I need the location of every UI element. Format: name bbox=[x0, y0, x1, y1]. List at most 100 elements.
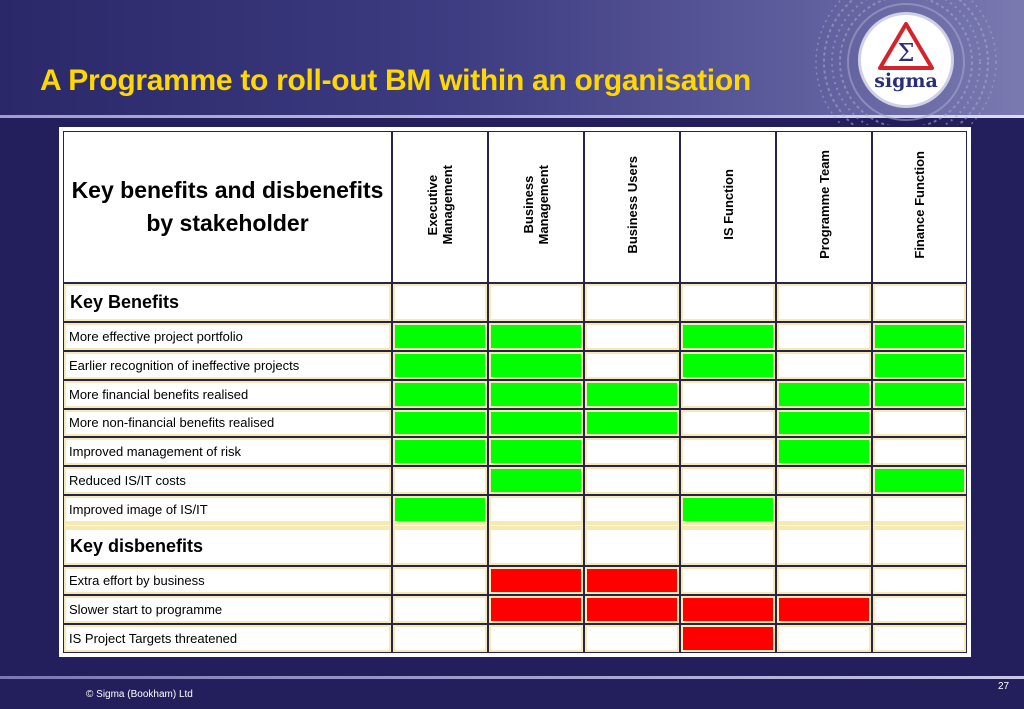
matrix-cell bbox=[584, 495, 680, 524]
matrix-cell bbox=[776, 527, 872, 567]
sigma-logo: Σ sigma bbox=[858, 12, 954, 108]
matrix-cell bbox=[680, 437, 776, 467]
benefit-cell-marked bbox=[488, 322, 584, 351]
benefit-cell-marked bbox=[488, 379, 584, 409]
benefit-cell-marked bbox=[488, 466, 584, 496]
disbenefit-cell-marked bbox=[680, 624, 776, 653]
disbenefit-cell-marked bbox=[776, 595, 872, 625]
row-label: More non-financial benefits realised bbox=[63, 408, 392, 438]
table-row: More non-financial benefits realised bbox=[63, 408, 967, 438]
row-label: Improved image of IS/IT bbox=[63, 495, 392, 524]
table-row: IS Project Targets threatened bbox=[63, 624, 967, 653]
column-header: Finance Function bbox=[872, 131, 967, 283]
spacer-row bbox=[63, 523, 967, 528]
column-header-label: Business Users bbox=[624, 155, 640, 254]
row-label: Improved management of risk bbox=[63, 437, 392, 467]
matrix-cell bbox=[776, 322, 872, 351]
benefit-cell-marked bbox=[488, 408, 584, 438]
matrix-cell bbox=[872, 408, 967, 438]
matrix-cell bbox=[872, 495, 967, 524]
row-label: Extra effort by business bbox=[63, 566, 392, 596]
benefit-cell-marked bbox=[872, 379, 967, 409]
matrix-cell bbox=[488, 523, 584, 528]
matrix-cell bbox=[680, 283, 776, 323]
logo-text: sigma bbox=[874, 70, 938, 92]
table-row: Extra effort by business bbox=[63, 566, 967, 596]
matrix-cell bbox=[392, 283, 488, 323]
section-heading: Key disbenefits bbox=[63, 527, 392, 567]
column-header-label: Programme Team bbox=[816, 150, 832, 259]
benefit-cell-marked bbox=[872, 466, 967, 496]
matrix-cell bbox=[392, 466, 488, 496]
footer-copyright: © Sigma (Bookham) Ltd bbox=[86, 689, 193, 700]
column-header: Business Users bbox=[584, 131, 680, 283]
benefit-cell-marked bbox=[584, 408, 680, 438]
table-row: Improved image of IS/IT bbox=[63, 495, 967, 524]
table-row: More financial benefits realised bbox=[63, 379, 967, 409]
disbenefit-cell-marked bbox=[584, 566, 680, 596]
row-label: Slower start to programme bbox=[63, 595, 392, 625]
matrix-cell bbox=[584, 283, 680, 323]
matrix-cell bbox=[680, 527, 776, 567]
matrix-cell bbox=[872, 283, 967, 323]
section-heading: Key Benefits bbox=[63, 283, 392, 323]
benefit-cell-marked bbox=[392, 379, 488, 409]
benefit-cell-marked bbox=[392, 408, 488, 438]
row-label: IS Project Targets threatened bbox=[63, 624, 392, 653]
matrix-cell bbox=[872, 566, 967, 596]
matrix-cell bbox=[776, 283, 872, 323]
section-header-row: Key disbenefits bbox=[63, 527, 967, 567]
matrix-cell bbox=[584, 350, 680, 380]
benefit-cell-marked bbox=[392, 437, 488, 467]
page-number: 27 bbox=[998, 681, 1010, 692]
table-row: Earlier recognition of ineffective proje… bbox=[63, 350, 967, 380]
matrix-cell bbox=[776, 495, 872, 524]
disbenefit-cell-marked bbox=[680, 595, 776, 625]
matrix-cell bbox=[584, 527, 680, 567]
benefits-matrix: Key benefits and disbenefits by stakehol… bbox=[59, 127, 971, 657]
column-header: Business Management bbox=[488, 131, 584, 283]
matrix-cell bbox=[488, 527, 584, 567]
matrix-cell bbox=[584, 523, 680, 528]
table-row: More effective project portfolio bbox=[63, 322, 967, 351]
matrix-cell bbox=[488, 495, 584, 524]
column-header-label: Finance Function bbox=[912, 150, 927, 259]
matrix-cell bbox=[872, 595, 967, 625]
corner-title: Key benefits and disbenefits by stakehol… bbox=[63, 131, 392, 283]
column-header-row: Key benefits and disbenefits by stakehol… bbox=[63, 131, 967, 283]
matrix-cell bbox=[584, 466, 680, 496]
column-header-label: Executive Management bbox=[425, 164, 455, 245]
benefit-cell-marked bbox=[392, 495, 488, 524]
column-header: Programme Team bbox=[776, 131, 872, 283]
matrix-cell bbox=[776, 523, 872, 528]
table-row: Reduced IS/IT costs bbox=[63, 466, 967, 496]
benefit-cell-marked bbox=[680, 350, 776, 380]
disbenefit-cell-marked bbox=[488, 595, 584, 625]
matrix-cell bbox=[488, 624, 584, 653]
column-header-label: Business Management bbox=[521, 164, 551, 245]
section-header-row: Key Benefits bbox=[63, 283, 967, 323]
sigma-symbol: Σ bbox=[898, 39, 915, 67]
matrix-cell bbox=[392, 595, 488, 625]
matrix-cell bbox=[776, 566, 872, 596]
disbenefit-cell-marked bbox=[584, 595, 680, 625]
benefit-cell-marked bbox=[392, 322, 488, 351]
matrix-cell bbox=[872, 523, 967, 528]
header-band bbox=[0, 0, 1024, 118]
matrix-cell bbox=[776, 624, 872, 653]
matrix-cell bbox=[392, 624, 488, 653]
matrix-cell bbox=[488, 283, 584, 323]
row-label: Reduced IS/IT costs bbox=[63, 466, 392, 496]
benefit-cell-marked bbox=[776, 408, 872, 438]
matrix-cell bbox=[776, 466, 872, 496]
row-label: More financial benefits realised bbox=[63, 379, 392, 409]
matrix-cell bbox=[680, 523, 776, 528]
matrix-cell bbox=[872, 624, 967, 653]
matrix-cell bbox=[680, 566, 776, 596]
table-row: Slower start to programme bbox=[63, 595, 967, 625]
table-row: Improved management of risk bbox=[63, 437, 967, 467]
benefit-cell-marked bbox=[392, 350, 488, 380]
slide-title: A Programme to roll-out BM within an org… bbox=[40, 64, 751, 97]
benefit-cell-marked bbox=[488, 350, 584, 380]
matrix-cell bbox=[584, 624, 680, 653]
